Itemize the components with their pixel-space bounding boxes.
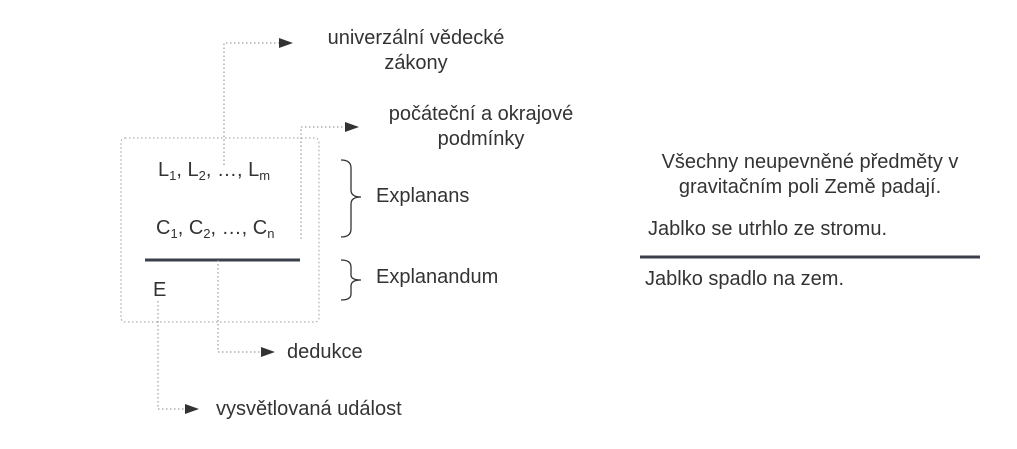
explanandum-brace xyxy=(340,259,362,301)
example-premise: Všechny neupevněné předměty v gravitační… xyxy=(630,150,990,200)
deduction-label: dedukce xyxy=(287,341,363,363)
condition-1: C1 xyxy=(156,217,178,241)
explanation-box xyxy=(120,137,320,323)
conditions-connector xyxy=(300,122,359,239)
example-premise-line1: Všechny neupevněné předměty v xyxy=(661,151,959,173)
law-2: L2 xyxy=(187,159,206,183)
law-m: Lm xyxy=(248,159,271,183)
example-conclusion: Jablko spadlo na zem. xyxy=(645,268,845,290)
laws-connector xyxy=(223,38,293,165)
universal-laws-label: univerzální vědecké zákony xyxy=(306,26,526,76)
conditions-label-line1: počáteční a okrajové xyxy=(388,103,574,125)
universal-laws-line2: zákony xyxy=(384,52,448,74)
conditions-ellipsis: … xyxy=(221,217,242,239)
event-connector xyxy=(157,301,199,414)
example-condition: Jablko se utrhlo ze stromu. xyxy=(648,218,887,240)
event-symbol: E xyxy=(153,279,167,301)
condition-n: Cn xyxy=(252,217,275,241)
conditions-label: počáteční a okrajové podmínky xyxy=(368,102,594,152)
laws-ellipsis: … xyxy=(216,159,237,181)
explained-event-label: vysvětlovaná událost xyxy=(216,398,402,420)
laws-row: L1, L2, …, Lm xyxy=(158,159,271,183)
law-1: L1 xyxy=(158,159,177,183)
deduction-connector xyxy=(217,260,275,357)
example-premise-line2: gravitačním poli Země padají. xyxy=(678,176,942,198)
conditions-label-line2: podmínky xyxy=(437,128,525,150)
universal-laws-line1: univerzální vědecké xyxy=(327,27,505,49)
explanans-label: Explanans xyxy=(376,185,470,207)
condition-2: C2 xyxy=(188,217,211,241)
explanandum-label: Explanandum xyxy=(376,266,499,288)
explanans-brace xyxy=(340,159,362,238)
conditions-row: C1, C2, …, Cn xyxy=(156,217,275,241)
